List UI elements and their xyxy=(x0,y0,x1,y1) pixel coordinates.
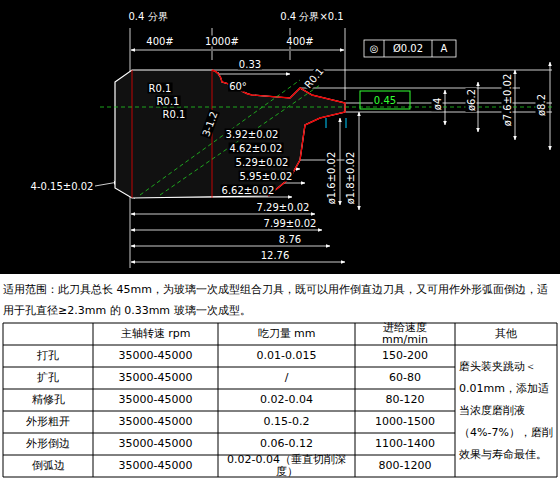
dimension-text: 3.92±0.02 xyxy=(225,129,280,140)
dimension-text: 6.62±0.02 xyxy=(221,185,276,196)
dimension-text: 7.29±0.02 xyxy=(256,202,311,213)
dimension-text: R0.1 xyxy=(156,96,181,107)
table-cell: 外形粗开 xyxy=(4,412,92,432)
table-cell: 外形倒边 xyxy=(4,434,92,454)
table-cell: 0.06-0.12 xyxy=(219,434,354,454)
table-cell: 打孔 xyxy=(4,346,92,366)
table-cell: 35000-45000 xyxy=(94,434,217,454)
zone-label: 400# xyxy=(145,36,174,47)
table-header: 吃刀量 mm xyxy=(219,324,354,344)
dimension-text: 5.29±0.02 xyxy=(235,157,290,168)
dimension-text: 0.33 xyxy=(238,59,262,70)
dimension-text: ø1.8±0.02 xyxy=(345,151,356,206)
table-cell: 60-80 xyxy=(356,368,454,388)
dimension-text: 5.95±0.02 xyxy=(239,171,294,182)
dimension-text: 7.99±0.02 xyxy=(263,218,318,229)
table-cell: 0.15-0.2 xyxy=(219,412,354,432)
dimension-text: ø4 xyxy=(432,97,443,111)
table-cell: 35000-45000 xyxy=(94,390,217,410)
dimension-text: ø7.6±0.02 xyxy=(502,73,513,128)
dimension-text: ø1.6±0.02 xyxy=(326,151,337,206)
table-header: 主轴转速 rpm xyxy=(94,324,217,344)
table-cell: / xyxy=(219,368,354,388)
zone-label: 0.4 分界 xyxy=(127,11,168,22)
table-cell: 150-200 xyxy=(356,346,454,366)
note-paragraph: 适用范围：此刀具总长 45mm，为玻璃一次成型组合刀具，既可以用作倒直边刀具，又… xyxy=(3,279,555,321)
dimension-text: 12.76 xyxy=(260,250,291,261)
dimension-lines xyxy=(95,28,552,268)
table-cell: 80-120 xyxy=(356,390,454,410)
dimension-text: ◎ xyxy=(369,43,380,54)
dimension-text: R0.1 xyxy=(148,83,173,94)
dimension-text: 0.45 xyxy=(373,95,397,106)
table-grid xyxy=(3,323,557,477)
table-cell: 磨头装夹跳动＜0.01mm，添加适当浓度磨削液（4%-7%），磨削效果与寿命最佳… xyxy=(456,346,556,476)
table-cell: 0.02-0.04 xyxy=(219,390,354,410)
zone-label: 1000# xyxy=(204,36,240,47)
table-cell: 35000-45000 xyxy=(94,346,217,366)
dimension-text: 8.76 xyxy=(278,234,302,245)
table-cell: 精修孔 xyxy=(4,390,92,410)
table-cell: 0.02-0.04（垂直切削深度） xyxy=(219,456,354,476)
tolerance-frame xyxy=(364,40,456,57)
dimension-text: 4-0.15±0.02 xyxy=(30,181,95,192)
dimension-text: 4.62±0.02 xyxy=(229,143,284,154)
zone-label: 400# xyxy=(285,36,314,47)
dimension-text: ø6.2 xyxy=(466,88,477,112)
dimension-text: Ø0.02 xyxy=(392,43,424,54)
table-cell: 35000-45000 xyxy=(94,412,217,432)
table-header: 进给速度 mm/min xyxy=(356,324,454,344)
zone-label: 0.4 分界×0.1 xyxy=(279,11,344,22)
table-cell: 1100-1400 xyxy=(356,434,454,454)
table-header: 其他 xyxy=(456,324,556,344)
datum-marks xyxy=(326,118,346,128)
table-cell: 800-1200 xyxy=(356,456,454,476)
table-cell: 倒弧边 xyxy=(4,456,92,476)
table-cell: 35000-45000 xyxy=(94,456,217,476)
table-cell: 扩孔 xyxy=(4,368,92,388)
table-cell: 0.01-0.015 xyxy=(219,346,354,366)
dimension-text: R0.1 xyxy=(162,109,187,120)
dimension-text: ø8.2 xyxy=(536,93,547,117)
table-cell: 1000-1500 xyxy=(356,412,454,432)
drawing-ground xyxy=(0,0,560,274)
table-cell: 35000-45000 xyxy=(94,368,217,388)
dimension-text: A xyxy=(440,43,449,54)
highlight-box xyxy=(360,91,410,109)
dimension-text: 60° xyxy=(228,81,248,92)
